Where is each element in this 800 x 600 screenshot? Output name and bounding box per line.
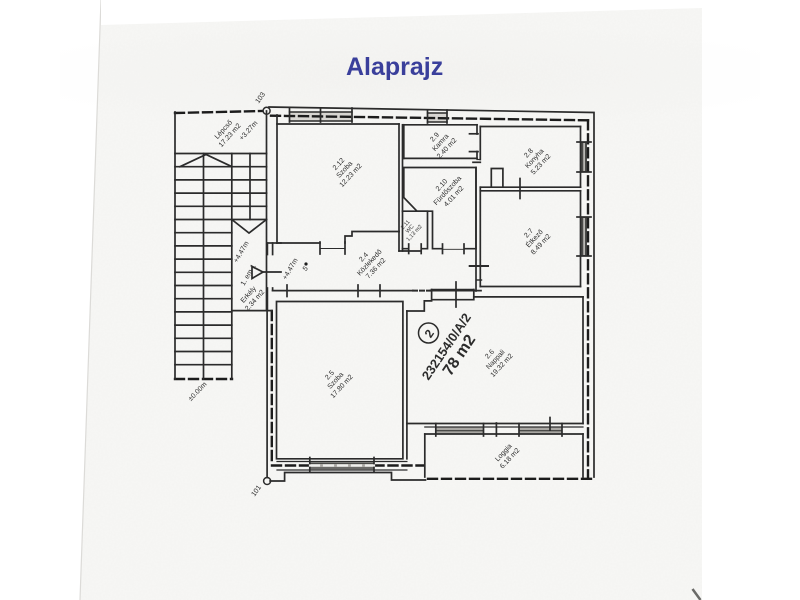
- svg-text:2.9: 2.9: [429, 131, 441, 143]
- svg-text:2.5: 2.5: [324, 369, 336, 381]
- svg-text:2.4: 2.4: [358, 251, 370, 263]
- svg-text:5: 5: [302, 265, 310, 273]
- svg-text:2.8: 2.8: [523, 147, 535, 159]
- svg-text:2.11: 2.11: [400, 219, 412, 231]
- svg-text:WC: WC: [405, 224, 416, 235]
- svg-text:2.7: 2.7: [523, 227, 535, 239]
- svg-text:2.6: 2.6: [484, 348, 496, 360]
- svg-text:Alaprajz: Alaprajz: [346, 53, 443, 81]
